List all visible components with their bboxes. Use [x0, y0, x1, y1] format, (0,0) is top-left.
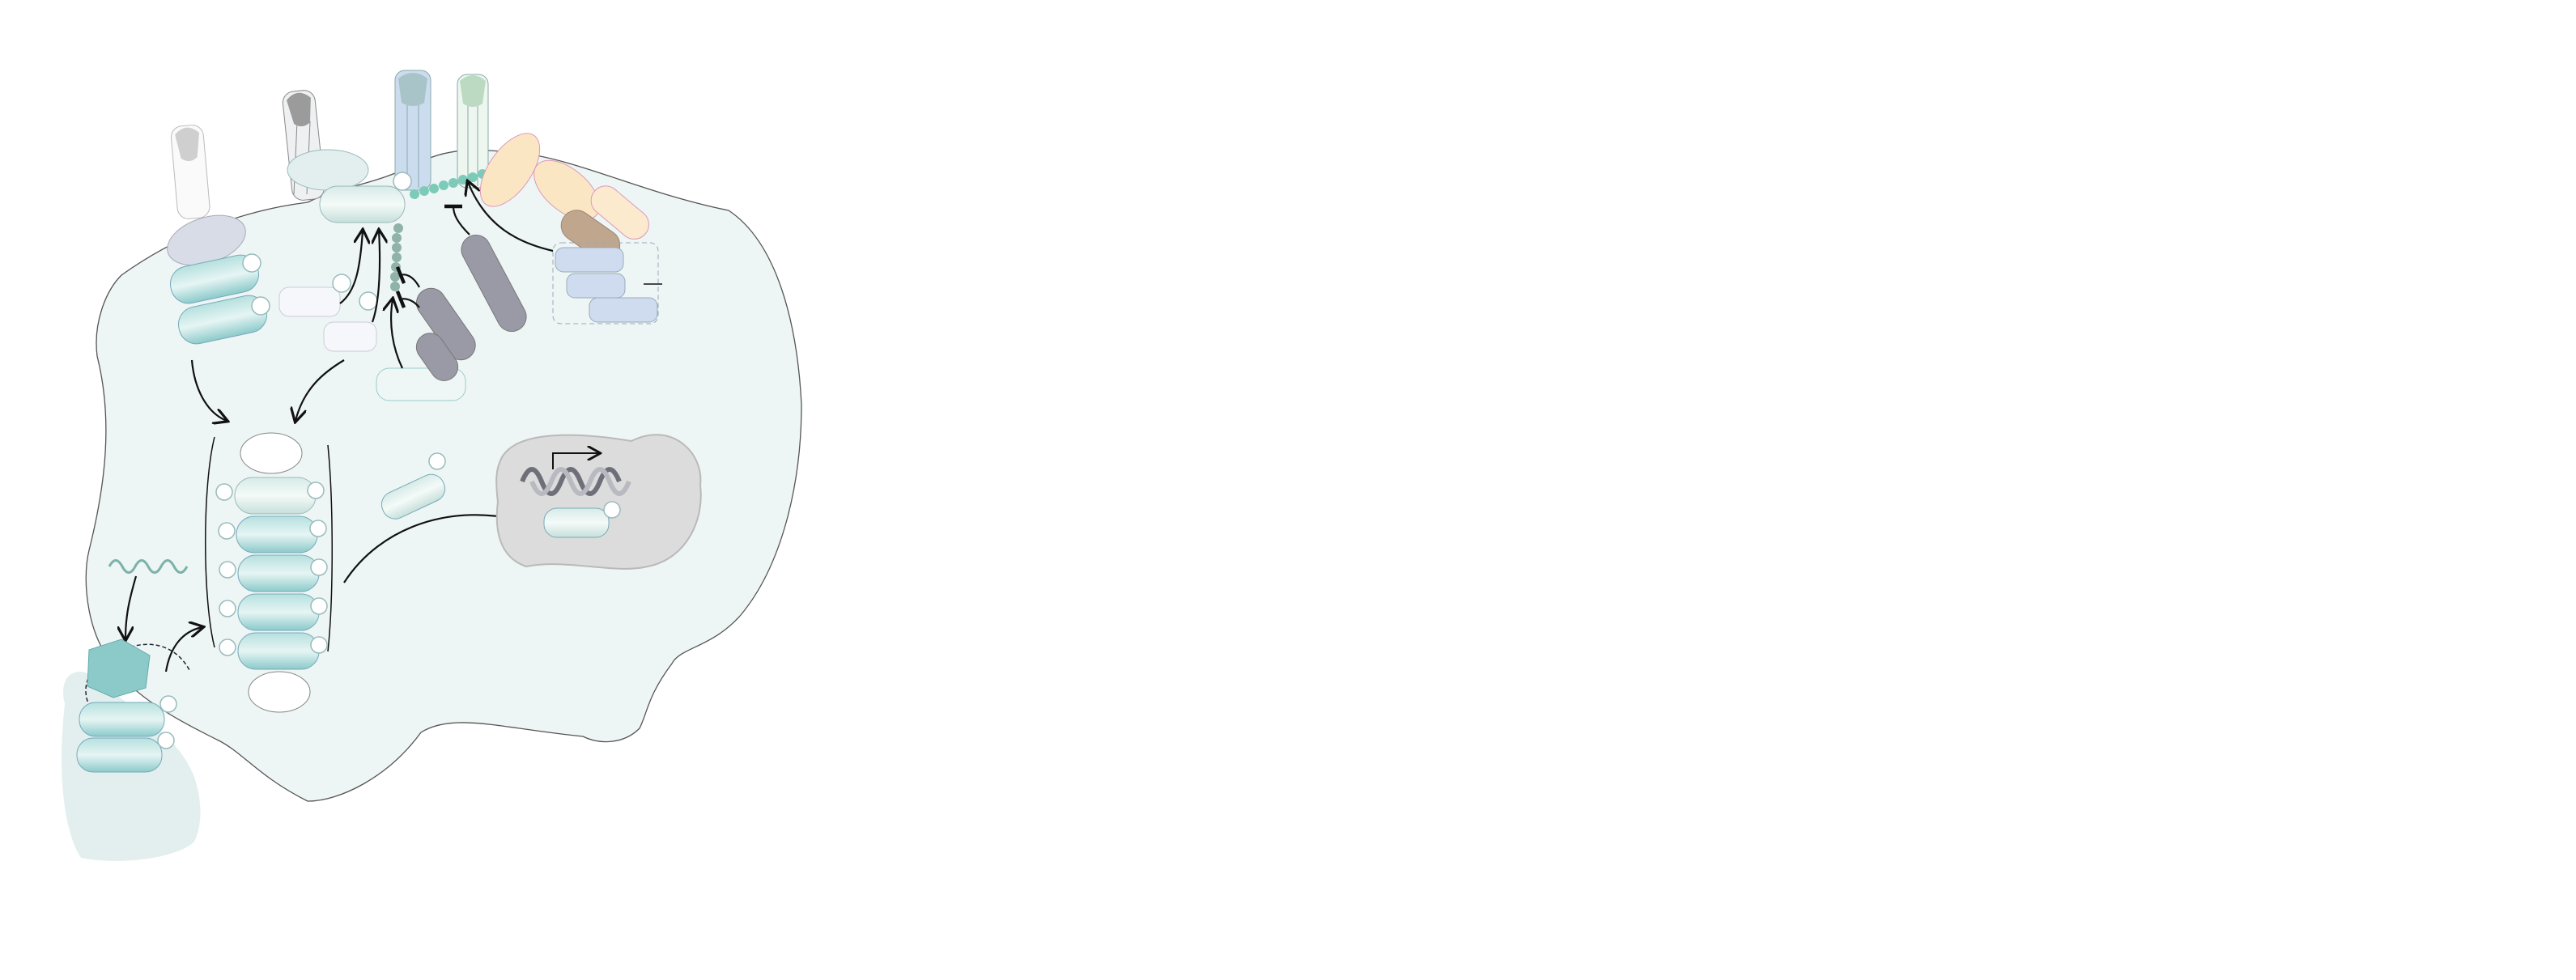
a20-inhibition [395, 290, 420, 309]
ripk3-protein [237, 554, 320, 592]
a20-protein [415, 333, 459, 381]
phospho-marker [332, 274, 351, 293]
hoil-protein [589, 297, 658, 323]
dna-strand-icon [529, 467, 631, 496]
ripk3-protein [236, 515, 318, 554]
mk2-protein [323, 321, 377, 352]
cyld-protein [415, 287, 476, 361]
nemo-protein [479, 133, 541, 207]
viral-to-dai-arrow [125, 575, 138, 639]
phospho-marker [393, 172, 412, 191]
ciap-arrow [391, 299, 403, 369]
dna-icon [520, 467, 622, 496]
transcription-arrow-icon [552, 453, 599, 469]
phospho-marker [251, 296, 270, 316]
lubac-arrow [468, 182, 554, 252]
ripk3-protein [237, 632, 320, 670]
phospho-marker [242, 253, 261, 273]
necrosome-complex [205, 432, 333, 713]
tradd-protein [287, 149, 369, 191]
ripk3-protein [79, 702, 165, 737]
hoip-protein [566, 273, 626, 299]
fas-receptor [457, 74, 489, 189]
phospho-marker [159, 695, 177, 713]
ripk3-protein [76, 737, 163, 773]
cdc37-protein [248, 671, 311, 713]
ripk1-protein [234, 477, 317, 515]
tak1-protein [278, 286, 341, 317]
nucleus [495, 434, 702, 570]
mlkl-protein [543, 507, 610, 538]
ripk3-protein [237, 593, 320, 631]
viral-dna-icon [108, 559, 189, 574]
sharpin-protein [555, 247, 624, 273]
lubac-complex-box [552, 242, 659, 325]
otulin-inhibition [444, 204, 470, 235]
ripk1-protein [319, 185, 406, 223]
dai-to-necrosome-arrow [164, 627, 202, 672]
loss-ub-arrow [295, 359, 345, 421]
phospho-marker [603, 501, 621, 519]
cyld-inhibition [395, 265, 420, 288]
mlkl-protein [380, 473, 446, 520]
ikke-protein [590, 185, 649, 240]
phospho-marker [428, 452, 446, 470]
phospho-marker [157, 732, 175, 749]
otulin-protein [461, 235, 527, 332]
dai-zbp1-protein [87, 638, 151, 698]
mk2-arrow [372, 231, 380, 323]
phospho-marker [359, 291, 378, 311]
trif-to-necrosome-arrow [190, 359, 227, 421]
tlr-receptor [170, 125, 210, 219]
tak1-arrow [339, 231, 363, 304]
tank-protein [533, 159, 600, 221]
necroptosis-panel [62, 70, 802, 861]
hsp90-protein [240, 432, 303, 474]
